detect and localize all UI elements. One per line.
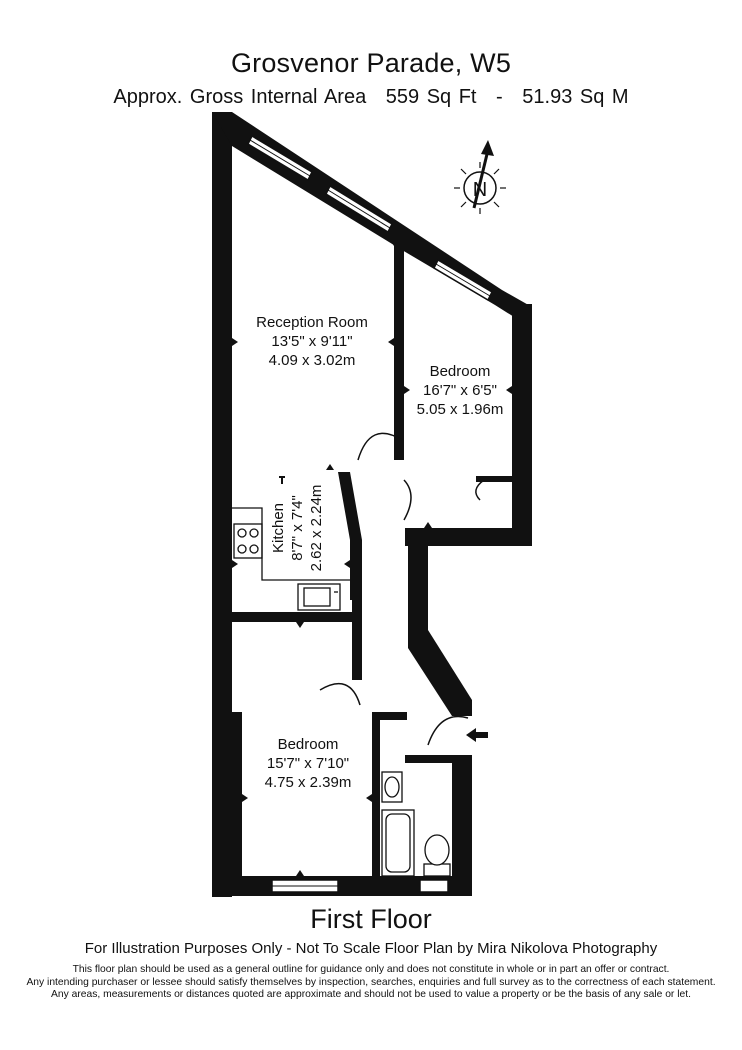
bedroom-bottom-name: Bedroom: [278, 736, 339, 753]
area-label: Approx. Gross Internal Area: [113, 86, 367, 108]
kitchen-sink: [297, 583, 341, 611]
door-swings: [319, 432, 485, 746]
kitchen-counter: [232, 507, 350, 581]
entrance-arrow-icon: [466, 728, 488, 742]
area-summary: Approx. Gross Internal Area 559 Sq Ft - …: [0, 86, 742, 109]
reception-imperial: 13'5" x 9'11": [271, 333, 352, 350]
kitchen-name: Kitchen: [270, 503, 287, 553]
dimension-ticks: [232, 240, 512, 876]
disclaimer-line: This floor plan should be used as a gene…: [72, 964, 670, 975]
area-sqft: 559 Sq Ft: [385, 86, 477, 108]
compass-icon: N: [454, 140, 506, 214]
disclaimer-line: Any intending purchaser or lessee should…: [26, 976, 716, 988]
washbasin: [381, 771, 403, 803]
room-reception: Reception Room 13'5" x 9'11" 4.09 x 3.02…: [256, 314, 368, 369]
credit-line: For Illustration Purposes Only - Not To …: [84, 940, 658, 957]
room-kitchen: Kitchen 8'7" x 7'4" 2.62 x 2.24m: [270, 485, 325, 572]
bedroom-right-imperial: 16'7" x 6'5": [423, 382, 497, 399]
room-bedroom-right: Bedroom 16'7" x 6'5" 5.05 x 1.96m: [417, 363, 504, 418]
bedroom-bottom-metric: 4.75 x 2.39m: [265, 774, 352, 791]
compass-letter: N: [473, 179, 487, 201]
disclaimer-line: Any areas, measurements or distances quo…: [51, 989, 691, 1001]
bathtub: [381, 809, 415, 877]
kitchen-metric: 2.62 x 2.24m: [308, 485, 325, 572]
area-sqm: 51.93 Sq M: [522, 86, 629, 108]
floor-label: First Floor: [310, 904, 432, 934]
interior-walls: [230, 240, 512, 882]
reception-metric: 4.09 x 3.02m: [269, 352, 356, 369]
bedroom-right-metric: 5.05 x 1.96m: [417, 401, 504, 418]
disclaimer: This floor plan should be used as a gene…: [0, 964, 742, 1002]
reception-name: Reception Room: [256, 314, 368, 331]
kitchen-imperial: 8'7" x 7'4": [289, 495, 306, 561]
area-separator: -: [496, 86, 503, 108]
bedroom-bottom-imperial: 15'7" x 7'10": [267, 755, 349, 772]
bedroom-right-name: Bedroom: [430, 363, 491, 380]
room-bedroom-bottom: Bedroom 15'7" x 7'10" 4.75 x 2.39m: [265, 736, 352, 791]
plan-title: Grosvenor Parade, W5: [230, 48, 512, 78]
toilet: [423, 834, 451, 877]
windows: [247, 134, 493, 893]
kitchen-hob: [233, 523, 263, 559]
